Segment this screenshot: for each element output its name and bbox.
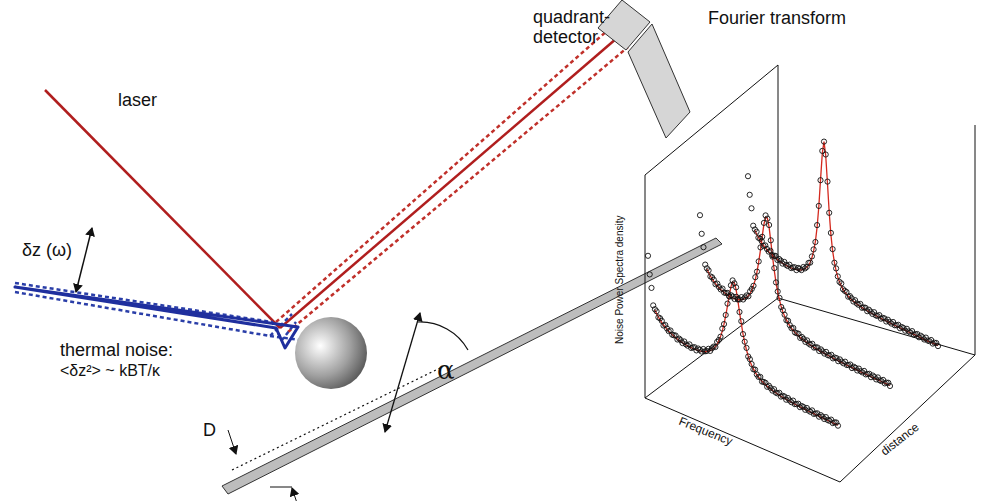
data-point (835, 423, 840, 428)
data-point (882, 316, 887, 321)
data-point (827, 210, 832, 215)
data-point (713, 344, 718, 349)
label-text: Noise Power Spectra density (614, 216, 626, 344)
data-point (746, 294, 751, 299)
data-point (721, 322, 726, 327)
data-point (773, 280, 778, 285)
data-point (753, 275, 758, 280)
label-text: <δz²> ~ kBT/κ (60, 362, 160, 380)
label-text: Frequency (676, 415, 734, 449)
data-point (828, 230, 833, 235)
label-text: quadrant- detector (533, 8, 613, 48)
data-point (818, 178, 823, 183)
data-point (767, 222, 772, 227)
data-point (744, 345, 749, 350)
data-point (718, 334, 723, 339)
label-text: laser (118, 90, 157, 111)
data-point (839, 281, 844, 286)
data-point (649, 285, 654, 290)
label-text: δz (ω) (22, 240, 72, 261)
data-point (935, 344, 940, 349)
data-point (830, 247, 835, 252)
data-point (813, 239, 818, 244)
data-point (723, 312, 728, 317)
label-text: D (203, 420, 216, 441)
data-point (701, 245, 706, 250)
data-point (825, 179, 830, 184)
data-point (725, 301, 730, 306)
fit-curve (655, 282, 838, 425)
data-point (654, 309, 659, 314)
data-point (706, 268, 711, 273)
data-point (809, 254, 814, 259)
label-text: Fourier transform (708, 8, 846, 29)
data-point (740, 332, 745, 337)
data-point (815, 223, 820, 228)
data-point (749, 206, 754, 211)
data-point (834, 356, 839, 361)
data-point (734, 285, 739, 290)
data-point (782, 312, 787, 317)
data-point (737, 309, 742, 314)
data-point (751, 283, 756, 288)
data-point (747, 192, 752, 197)
data-point (647, 272, 652, 277)
data-point (834, 266, 839, 271)
data-point (823, 152, 828, 157)
data-point (756, 259, 761, 264)
data-point (749, 286, 754, 291)
data-point (772, 266, 777, 271)
data-point (777, 295, 782, 300)
data-point (699, 231, 704, 236)
data-point (887, 383, 892, 388)
data-point (697, 213, 702, 218)
data-point (739, 319, 744, 324)
data-point (749, 361, 754, 366)
data-point (808, 260, 813, 265)
data-point (832, 260, 837, 265)
fit-curve (707, 217, 890, 385)
fit-curve (755, 142, 938, 346)
data-point (768, 238, 773, 243)
data-point (934, 340, 939, 345)
label-text: thermal noise: (60, 340, 173, 361)
data-point (816, 203, 821, 208)
data-point (742, 339, 747, 344)
data-point (811, 247, 816, 252)
data-point (835, 274, 840, 279)
data-point (821, 139, 826, 144)
data-point (754, 269, 759, 274)
data-point (645, 253, 650, 258)
data-point (754, 229, 759, 234)
data-point (775, 289, 780, 294)
data-point (745, 174, 750, 179)
label-text: α (437, 356, 455, 386)
data-point (765, 216, 770, 221)
